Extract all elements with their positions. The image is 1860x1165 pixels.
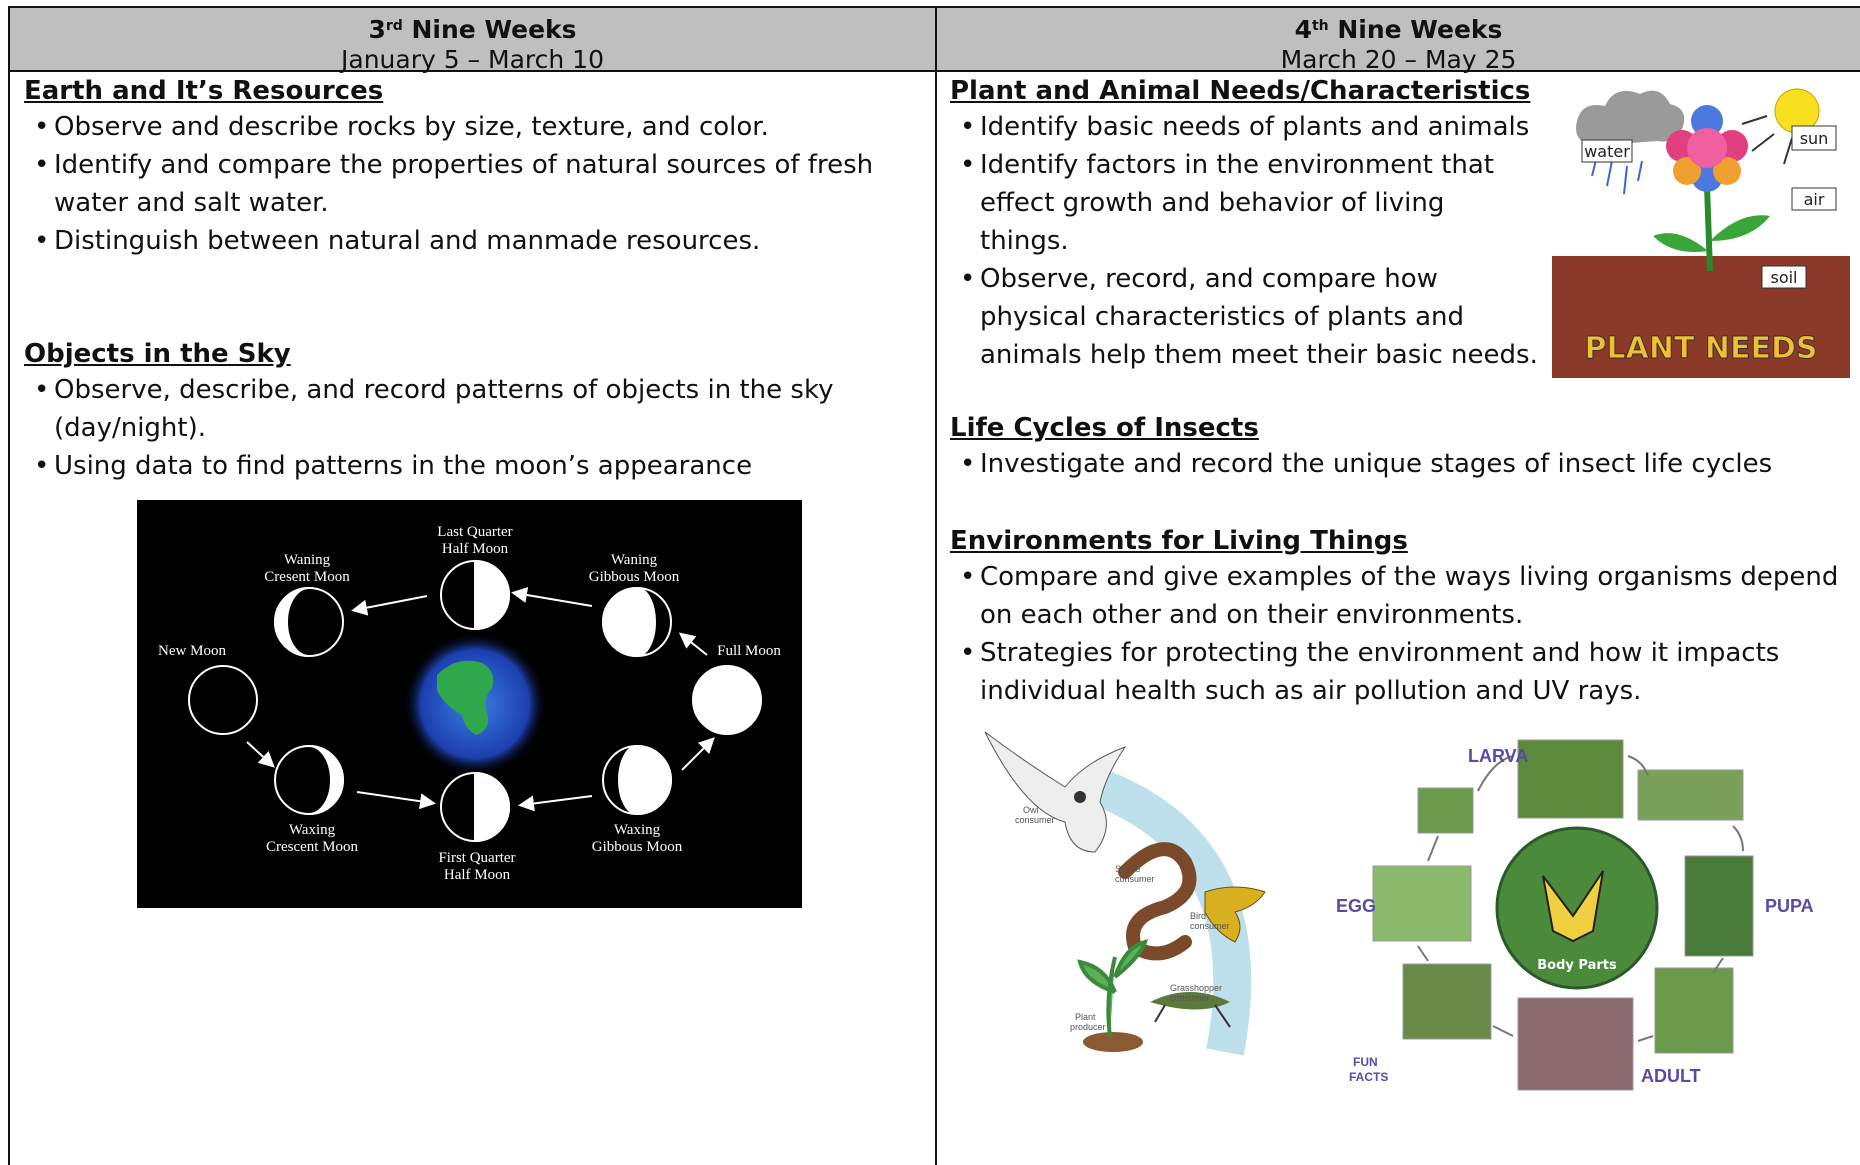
sun-label: sun	[1800, 129, 1829, 148]
last-quarter-label: Half Moon	[442, 541, 509, 557]
fun-facts-label: FACTS	[1349, 1070, 1388, 1084]
column-divider	[935, 6, 937, 1165]
section-title: Environments for Living Things	[950, 526, 1408, 556]
grasshopper-role-label: consumer	[1170, 993, 1210, 1003]
waxing-gibbous-label: Gibbous Moon	[592, 839, 683, 855]
full-moon-label: Full Moon	[717, 643, 781, 659]
list-item: •Using data to find patterns in the moon…	[34, 451, 753, 481]
waxing-crescent-label: Waxing	[289, 822, 336, 838]
grasshopper-icon	[1150, 992, 1230, 1010]
first-quarter-label: First Quarter	[438, 850, 515, 866]
waning-crescent-label: Cresent Moon	[264, 569, 350, 585]
snake-role-label: consumer	[1115, 874, 1155, 884]
full-moon-icon	[692, 665, 762, 735]
header-dates: January 5 – March 10	[341, 45, 604, 74]
section-title: Life Cycles of Insects	[950, 413, 1259, 443]
list-item: •Compare and give examples of the ways l…	[960, 562, 1839, 630]
air-label: air	[1804, 190, 1825, 209]
adult-label: ADULT	[1641, 1066, 1701, 1086]
bullet-list: •Observe, describe, and record patterns …	[24, 371, 884, 485]
body-parts-photo	[1495, 826, 1659, 990]
first-quarter-label: Half Moon	[444, 867, 511, 883]
last-quarter-label: Last Quarter	[437, 524, 512, 540]
list-item: •Investigate and record the unique stage…	[960, 449, 1773, 479]
larva-label: LARVA	[1468, 746, 1528, 766]
bullet-list: •Observe and describe rocks by size, tex…	[24, 108, 924, 260]
list-item: •Distinguish between natural and manmade…	[34, 226, 761, 256]
waxing-crescent-label: Crescent Moon	[266, 839, 359, 855]
header-title: 4th Nine Weeks	[1294, 15, 1503, 44]
butterfly-icon	[1542, 870, 1604, 943]
section-objects-sky: Objects in the Sky •Observe, describe, a…	[24, 337, 884, 485]
waning-gibbous-label: Gibbous Moon	[589, 569, 680, 585]
snake-icon	[1118, 842, 1197, 961]
plant-icon	[1077, 939, 1149, 1038]
new-moon-icon	[188, 665, 258, 735]
pupa-label: PUPA	[1765, 896, 1813, 916]
food-chain-illustration: Owl consumer Snake consumer Bird consume…	[975, 722, 1300, 1067]
bullet-list: •Investigate and record the unique stage…	[950, 445, 1850, 483]
last-quarter-moon-icon	[474, 559, 510, 631]
list-item: •Observe, record, and compare how physic…	[960, 264, 1538, 370]
water-label: water	[1584, 142, 1630, 161]
list-item: •Observe, describe, and record patterns …	[34, 375, 834, 443]
fun-facts-label: FUN	[1353, 1055, 1378, 1069]
moon-phases-diagram: Last Quarter Half Moon Waning Cresent Mo…	[137, 500, 802, 908]
list-item: •Observe and describe rocks by size, tex…	[34, 112, 769, 142]
waxing-gibbous-label: Waxing	[614, 822, 661, 838]
header-3rd-nine-weeks: 3rd Nine Weeks January 5 – March 10	[10, 8, 935, 74]
owl-icon	[984, 731, 1127, 853]
header-4th-nine-weeks: 4th Nine Weeks March 20 – May 25	[937, 8, 1860, 74]
egg-label: EGG	[1336, 896, 1376, 916]
bird-icon	[1204, 886, 1266, 943]
soil-label: soil	[1770, 268, 1797, 287]
list-item: •Strategies for protecting the environme…	[960, 638, 1780, 706]
plant-role-label: producer	[1070, 1022, 1106, 1032]
plant-label: Plant	[1075, 1012, 1096, 1022]
flower-icon	[1666, 105, 1748, 192]
header-dates: March 20 – May 25	[1280, 45, 1517, 74]
bird-label: Bird	[1190, 911, 1206, 921]
owl-label: Owl	[1023, 805, 1039, 815]
new-moon-label: New Moon	[158, 643, 226, 659]
body-parts-label: Body Parts	[1537, 958, 1617, 973]
section-environments: Environments for Living Things •Compare …	[950, 524, 1845, 710]
section-plant-animal-needs: Plant and Animal Needs/Characteristics •…	[950, 74, 1540, 374]
bullet-list: •Identify basic needs of plants and anim…	[950, 108, 1540, 374]
grasshopper-label: Grasshopper	[1170, 983, 1222, 993]
waning-gibbous-label: Waning	[611, 552, 658, 568]
bird-role-label: consumer	[1190, 921, 1230, 931]
butterfly-life-cycle: Body Parts LARVA PUPA EGG ADULT FUN FACT…	[1333, 736, 1813, 1091]
bullet-list: •Compare and give examples of the ways l…	[950, 558, 1845, 710]
list-item: •Identify basic needs of plants and anim…	[960, 112, 1530, 142]
list-item: •Identify and compare the properties of …	[34, 150, 874, 218]
section-title: Earth and It’s Resources	[24, 76, 384, 106]
list-item: •Identify factors in the environment tha…	[960, 150, 1494, 256]
waning-crescent-label: Waning	[284, 552, 331, 568]
header-title: 3rd Nine Weeks	[368, 15, 577, 44]
schedule-table	[8, 6, 1860, 1165]
section-life-cycles: Life Cycles of Insects •Investigate and …	[950, 411, 1850, 483]
section-title: Objects in the Sky	[24, 339, 291, 369]
cloud-icon	[1576, 90, 1685, 146]
owl-role-label: consumer	[1015, 815, 1055, 825]
snake-label: Snake	[1115, 864, 1141, 874]
plant-needs-banner: PLANT NEEDS	[1585, 331, 1818, 366]
section-earth-resources: Earth and It’s Resources •Observe and de…	[24, 74, 924, 260]
plant-needs-drawing: water sun air soil PLANT NEEDS	[1552, 76, 1850, 378]
section-title: Plant and Animal Needs/Characteristics	[950, 76, 1531, 106]
